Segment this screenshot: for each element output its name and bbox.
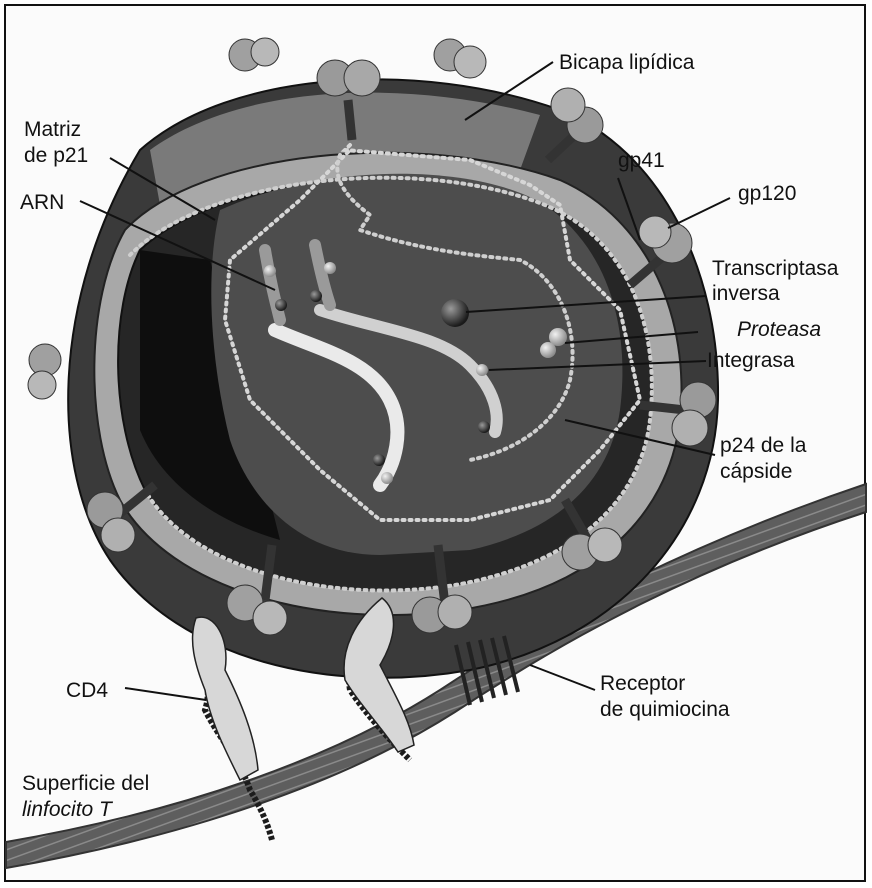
bead-4 — [310, 290, 322, 302]
label-transcriptasa-1: Transcriptasa — [712, 257, 839, 280]
integrase-bead — [476, 364, 488, 376]
label-receptor-1: Receptor — [600, 672, 685, 695]
protease-b — [540, 342, 556, 358]
label-transcriptasa-2: inversa — [712, 282, 780, 305]
bead-3 — [275, 299, 287, 311]
label-receptor-2: de quimiocina — [600, 698, 730, 721]
capsid-face — [211, 174, 622, 555]
bead-1 — [264, 265, 276, 277]
label-superficie-1: Superficie del — [22, 772, 149, 795]
label-gp120: gp120 — [738, 182, 796, 205]
label-superficie-2: linfocito T — [22, 798, 114, 821]
bead-6 — [373, 454, 385, 466]
spike-left — [28, 344, 61, 399]
label-gp41: gp41 — [618, 149, 665, 172]
bead-5 — [478, 421, 490, 433]
label-arn: ARN — [20, 191, 64, 214]
label-matriz-2: de p21 — [24, 144, 88, 167]
bead-2 — [324, 262, 336, 274]
label-matriz-1: Matriz — [24, 118, 81, 141]
label-proteasa: Proteasa — [737, 318, 821, 341]
label-bicapa: Bicapa lipídica — [559, 51, 695, 74]
label-cd4: CD4 — [66, 679, 108, 702]
label-p24-1: p24 de la — [720, 434, 807, 457]
reverse-transcriptase — [441, 299, 469, 327]
label-integrasa: Integrasa — [707, 349, 795, 372]
bead-7 — [381, 472, 393, 484]
label-p24-2: cápside — [720, 460, 792, 483]
